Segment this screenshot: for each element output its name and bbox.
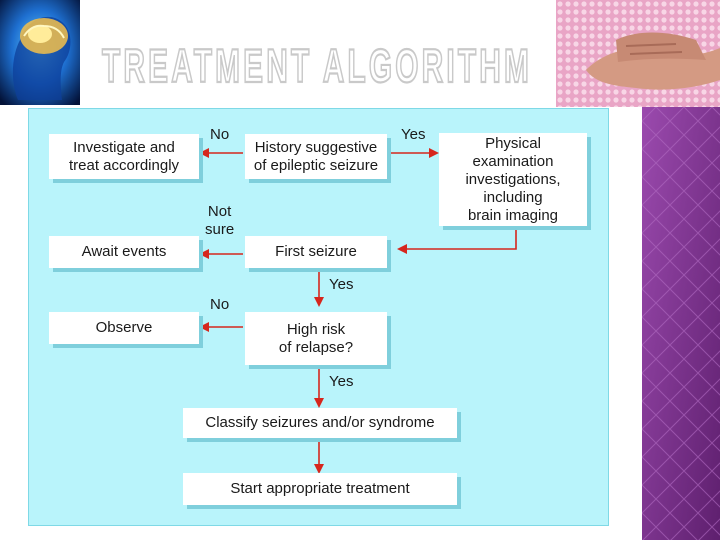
label-no-1: No — [210, 126, 230, 143]
flowchart-panel: Investigate and treat accordingly Histor… — [28, 108, 609, 526]
label-yes-1: Yes — [401, 126, 426, 143]
box-await-events: Await events — [49, 236, 199, 268]
hands-photo — [556, 0, 720, 107]
box-history: History suggestive of epileptic seizure — [245, 134, 387, 179]
box-observe: Observe — [49, 312, 199, 344]
label-yes-2: Yes — [329, 276, 354, 293]
box-classify: Classify seizures and/or syndrome — [183, 408, 457, 438]
label-yes-3: Yes — [329, 373, 354, 390]
label-not-sure: Not sure — [205, 203, 235, 238]
slide-title: TREATMENT ALGORITHM — [100, 38, 550, 90]
arrow-physical-to-first-seizure — [397, 228, 517, 254]
box-high-risk: High risk of relapse? — [245, 312, 387, 365]
box-investigate: Investigate and treat accordingly — [49, 134, 199, 179]
box-start-treatment: Start appropriate treatment — [183, 473, 457, 505]
slide-title-text: TREATMENT ALGORITHM — [102, 39, 532, 90]
brain-image — [0, 0, 80, 105]
label-no-2: No — [210, 296, 230, 313]
purple-decorative-panel — [642, 107, 720, 540]
box-physical-exam: Physical examination investigations, inc… — [439, 133, 587, 226]
box-first-seizure: First seizure — [245, 236, 387, 268]
flowchart-arrows — [199, 148, 517, 474]
